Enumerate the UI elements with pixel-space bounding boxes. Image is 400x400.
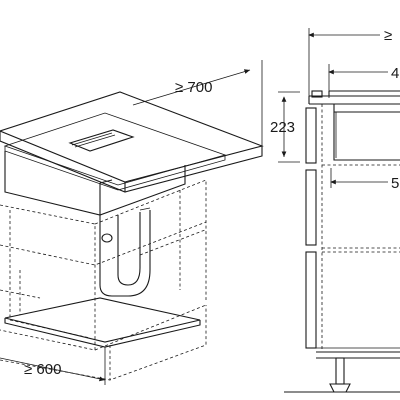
hob-glass-section bbox=[328, 90, 400, 96]
lower-label: 5 bbox=[391, 175, 399, 192]
width-label: ≥ 600 bbox=[24, 361, 61, 378]
cabinet-front bbox=[305, 104, 400, 359]
hob-surface bbox=[3, 112, 227, 191]
top-dimension: ≥ bbox=[308, 27, 392, 96]
section-view: ≥ 4 223 5 bbox=[270, 27, 400, 393]
worktop-section bbox=[308, 95, 400, 105]
depth-label: ≥ 700 bbox=[175, 79, 212, 96]
lower-dimension: 5 bbox=[330, 168, 399, 192]
worktop bbox=[0, 91, 264, 193]
front-trim bbox=[311, 90, 323, 98]
cabinet-outline bbox=[0, 179, 207, 381]
cabinet-leg bbox=[329, 357, 351, 393]
hob-body-section bbox=[333, 104, 400, 161]
inset-label: 4 bbox=[391, 65, 399, 82]
depth-dimension: ≥ 700 bbox=[132, 60, 263, 146]
base-plate bbox=[4, 297, 201, 348]
height-dimension: 223 bbox=[270, 91, 300, 163]
top-dimension-label: ≥ bbox=[384, 27, 392, 44]
duct bbox=[99, 207, 151, 297]
isometric-view: ≥ 700 ≥ 600 bbox=[0, 60, 264, 385]
inset-dimension: 4 bbox=[328, 64, 399, 98]
height-label: 223 bbox=[270, 119, 295, 136]
extractor-vent bbox=[68, 129, 135, 152]
width-dimension: ≥ 600 bbox=[0, 347, 106, 385]
